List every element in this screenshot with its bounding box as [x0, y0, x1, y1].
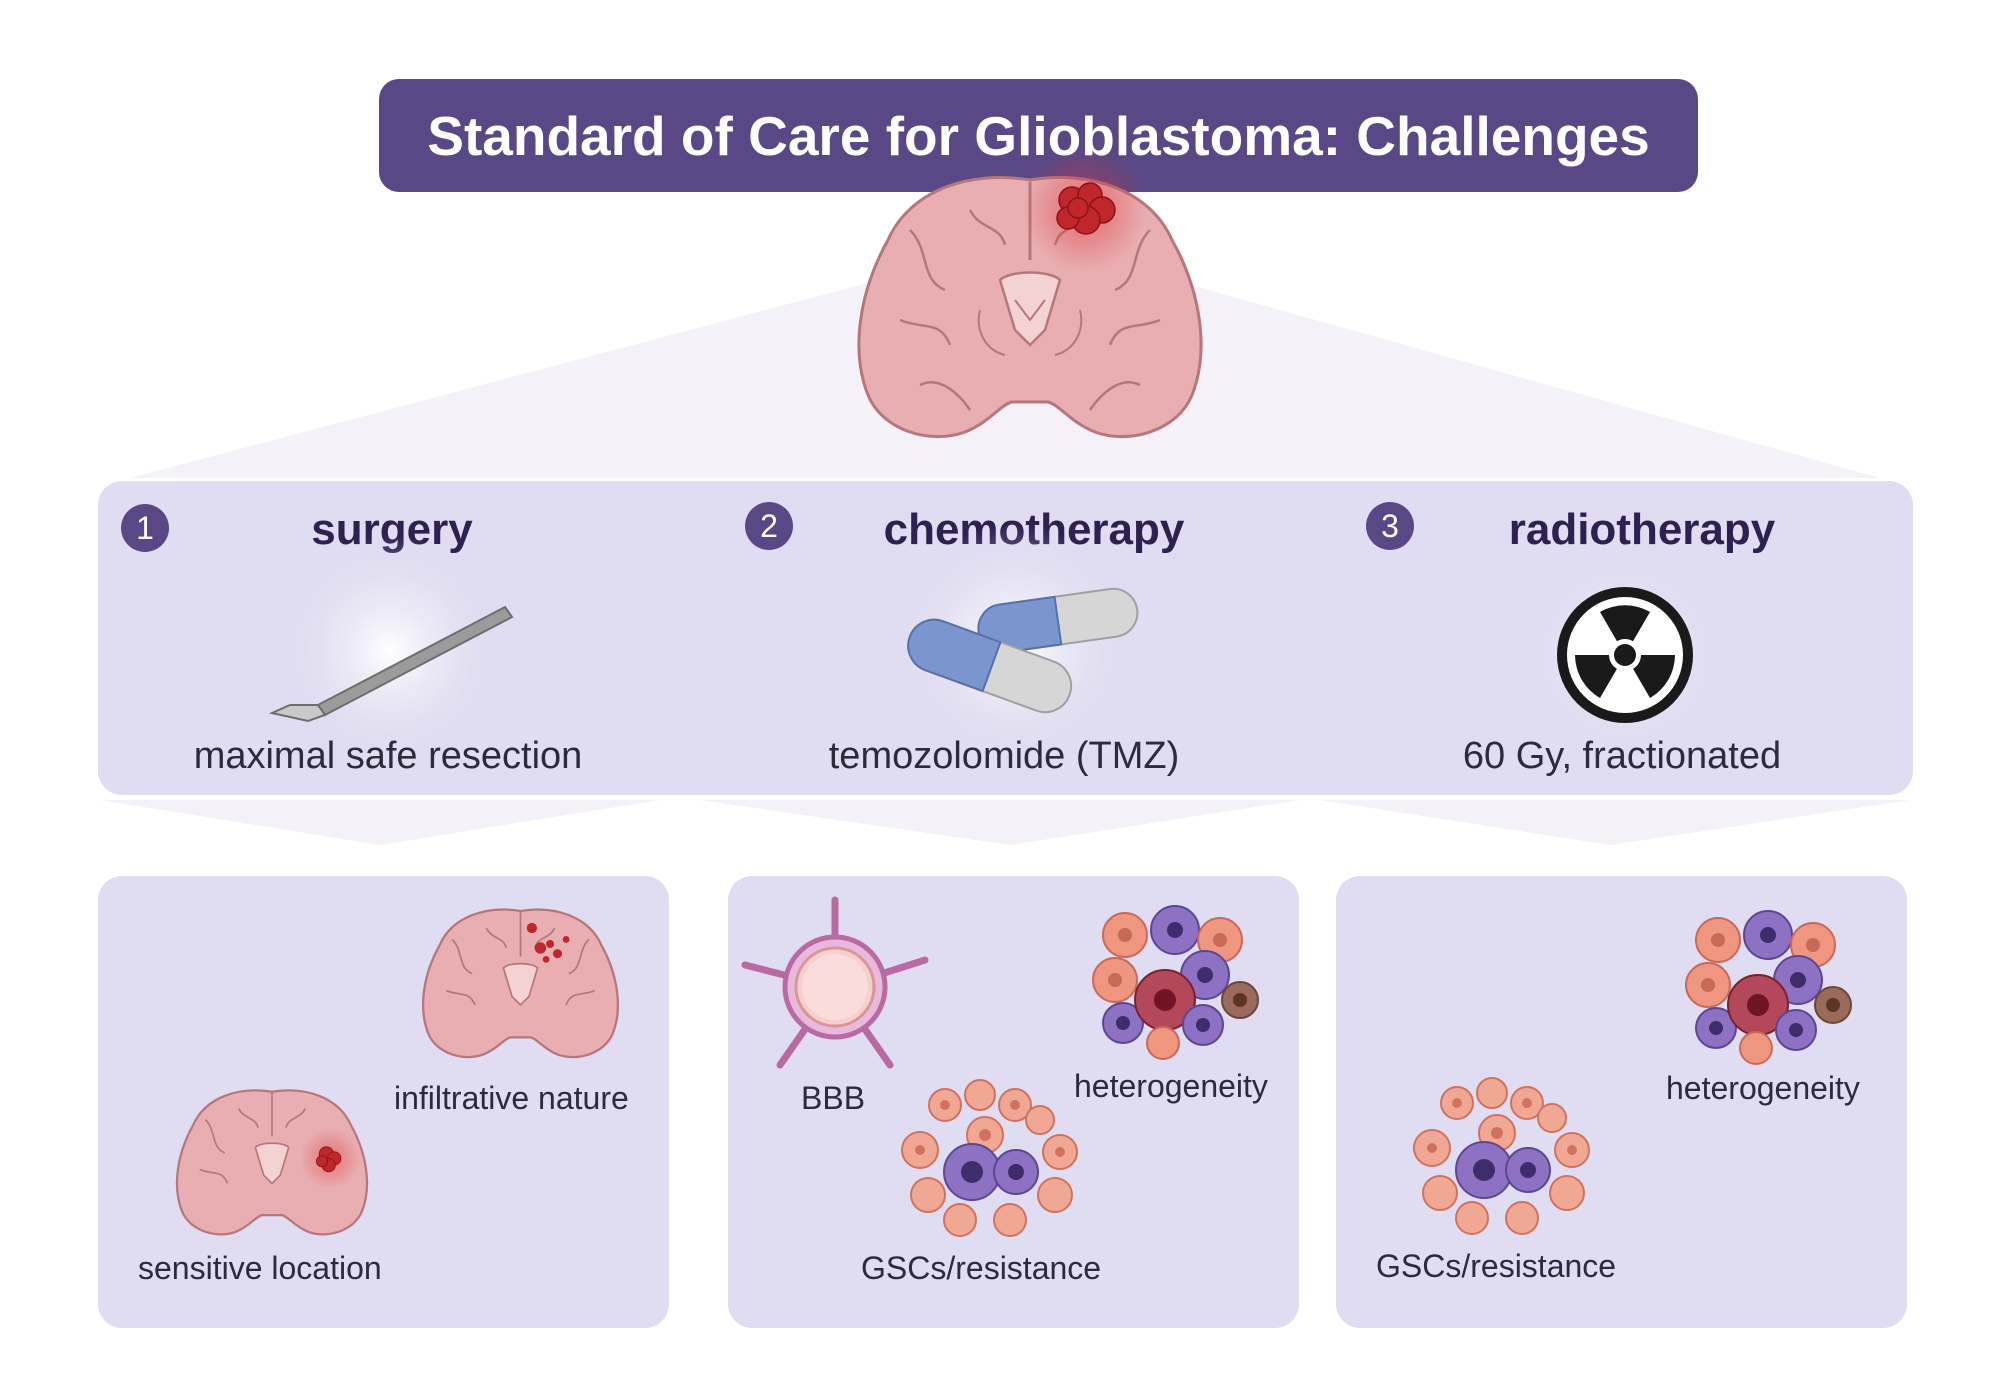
bbb-vessel-icon — [741, 896, 929, 1069]
radiotherapy-heterogeneity-label: heterogeneity — [1666, 1070, 1860, 1106]
radiotherapy-gsc-cluster-icon — [1413, 1077, 1590, 1235]
gsc-cluster-icon — [901, 1079, 1078, 1237]
step-badge-1: 1 — [121, 504, 169, 552]
sensitive-location-brain-icon — [175, 1089, 369, 1236]
chemotherapy-heterogeneity-label: heterogeneity — [1074, 1068, 1268, 1104]
chemotherapy-gscs-label: GSCs/resistance — [861, 1250, 1102, 1286]
infiltrative-nature-label: infiltrative nature — [394, 1080, 629, 1116]
step-badge-3: 3 — [1366, 502, 1414, 550]
step-badge-2: 2 — [745, 502, 793, 550]
radiotherapy-heterogeneity-icon — [1685, 910, 1852, 1065]
tumor-heterogeneity-icon — [1092, 905, 1259, 1060]
radiotherapy-caption: 60 Gy, fractionated — [1462, 735, 1782, 777]
chemotherapy-caption: temozolomide (TMZ) — [828, 735, 1180, 777]
surgery-caption: maximal safe resection — [193, 735, 583, 777]
capsules-icon — [895, 525, 1139, 765]
scalpel-icon — [268, 535, 514, 765]
bbb-label: BBB — [801, 1080, 866, 1116]
radiation-icon — [1525, 555, 1725, 755]
sensitive-location-label: sensitive location — [138, 1250, 382, 1286]
infiltrative-brain-icon — [422, 908, 619, 1059]
brain-tumor-illustration — [857, 148, 1203, 439]
radiotherapy-heading: radiotherapy — [1508, 505, 1776, 554]
radiotherapy-gscs-label: GSCs/resistance — [1376, 1248, 1617, 1284]
page-title: Standard of Care for Glioblastoma: Chall… — [427, 104, 1650, 167]
title-banner: Standard of Care for Glioblastoma: Chall… — [379, 79, 1698, 192]
